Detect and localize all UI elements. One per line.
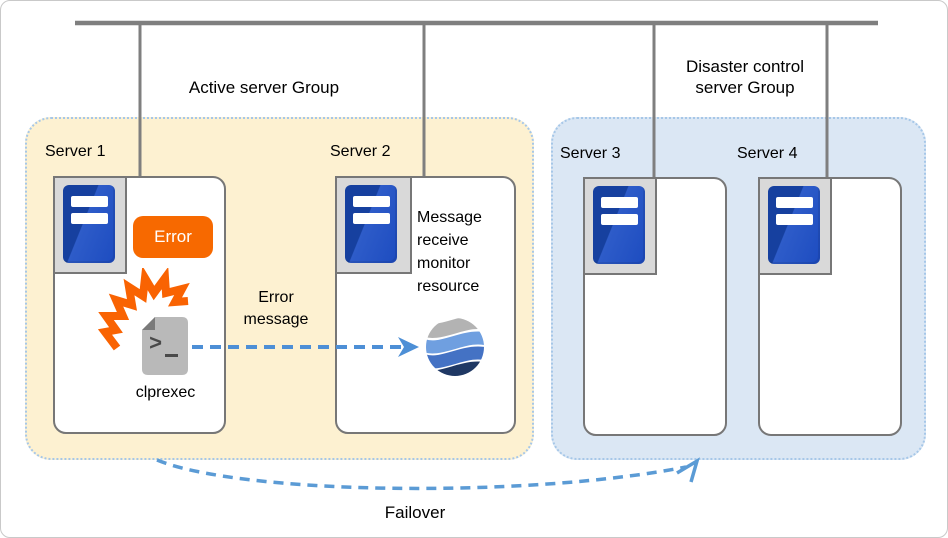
svg-text:>: >	[149, 332, 162, 357]
server-icon-bar	[70, 212, 108, 224]
server-icon	[767, 185, 820, 264]
disaster-group-label: Disaster control server Group	[645, 56, 845, 98]
server1-icon-housing	[52, 175, 127, 274]
resource-label-line4: resource	[417, 278, 480, 295]
failover-label: Failover	[384, 503, 446, 522]
server-icon-bar	[352, 212, 390, 224]
error-message-label-line1: Error	[258, 289, 294, 306]
disaster-group-label-line2: server Group	[695, 78, 795, 97]
server4-name: Server 4	[737, 145, 798, 162]
server4-box	[757, 176, 902, 436]
server-icon	[62, 184, 115, 263]
error-status-badge: Error	[133, 216, 213, 258]
server3-icon-housing	[582, 176, 657, 275]
server-icon-bar	[600, 213, 638, 225]
server1-name: Server 1	[45, 143, 106, 160]
monitor-resource-globe-icon	[426, 318, 484, 376]
spark-burst-icon	[97, 268, 190, 351]
server2-box	[334, 175, 516, 434]
server-icon-bar	[600, 196, 638, 208]
active-group-label-text: Active server Group	[188, 78, 340, 97]
server3-box	[582, 176, 727, 436]
failover-arrow	[156, 457, 700, 491]
clprexec-script-file-icon: >	[142, 317, 188, 375]
server3-name: Server 3	[560, 145, 621, 162]
server-icon	[344, 184, 397, 263]
clprexec-label: clprexec	[135, 384, 196, 401]
server-icon-bar	[775, 196, 813, 208]
server4-icon-housing	[757, 176, 832, 275]
server2-name: Server 2	[330, 143, 391, 160]
message-receive-monitor-resource-label: Message receive monitor resource	[417, 206, 517, 298]
server-icon-bar	[775, 213, 813, 225]
error-message-label: Error message	[226, 287, 326, 331]
resource-label-line3: monitor	[417, 255, 471, 272]
error-message-label-line2: message	[243, 311, 309, 328]
server-icon-bar	[352, 195, 390, 207]
active-group-label: Active server Group	[158, 77, 370, 98]
disaster-group-label-line1: Disaster control	[685, 57, 805, 76]
server2-icon-housing	[334, 175, 412, 274]
server-icon	[592, 185, 645, 264]
resource-label-line1: Message	[417, 209, 482, 226]
server-icon-bar	[70, 195, 108, 207]
resource-label-line2: receive	[417, 232, 469, 249]
error-badge-label: Error	[154, 227, 192, 246]
